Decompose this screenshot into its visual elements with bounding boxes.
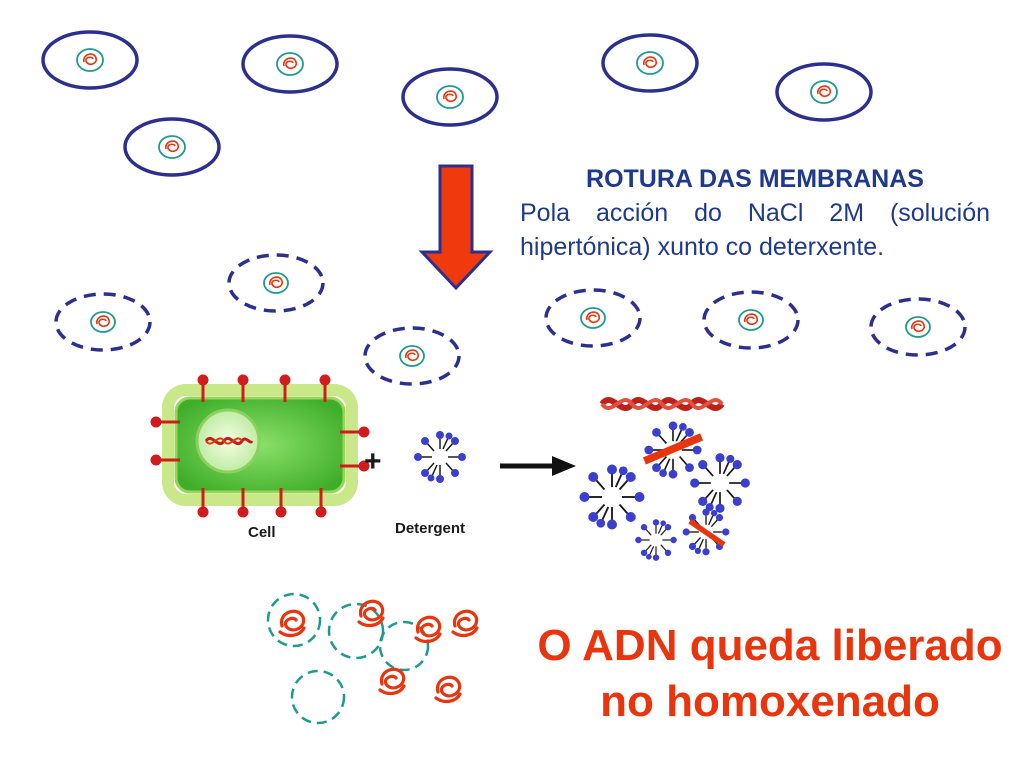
micelle-protein-complex: [681, 507, 731, 557]
lysis-products: [578, 397, 751, 562]
released-dna-group: [266, 592, 479, 725]
dna-fragment: [451, 609, 479, 638]
intact-cells: [41, 30, 873, 177]
step-description-block: ROTURA DAS MEMBRANAS Pola acción do NaCl…: [520, 162, 990, 264]
ruptured-cell: [869, 297, 967, 357]
result-text: O ADN queda liberado no homoxenado: [510, 618, 1024, 730]
detergent-micelle-icon: [414, 431, 466, 483]
detergent-label: Detergent: [395, 520, 466, 537]
dna-fragment: [357, 599, 385, 628]
ruptured-cell: [227, 253, 325, 313]
result-line-2: no homoxenado: [600, 677, 940, 726]
ruptured-cell: [363, 326, 461, 386]
plus-sign: +: [364, 445, 382, 478]
intact-cell: [41, 30, 139, 90]
step-title: ROTURA DAS MEMBRANAS: [586, 165, 924, 193]
micelle: [578, 463, 646, 531]
ruptured-cell: [54, 292, 152, 352]
micelle: [634, 518, 678, 562]
intact-cell: [241, 34, 339, 94]
cell-label: Cell: [248, 524, 276, 541]
ruptured-cell: [702, 290, 800, 350]
dna-fragment: [278, 609, 306, 638]
process-arrow-icon: [500, 456, 576, 476]
result-line-1: O ADN queda liberado: [537, 621, 1003, 670]
dna-fragment: [434, 675, 462, 704]
cell-illustration: [150, 374, 370, 518]
step-description: Pola acción do NaCl 2M (solución hipertó…: [520, 199, 990, 261]
dna-helix-icon: [599, 397, 725, 411]
down-arrow-icon: [418, 164, 494, 291]
ruptured-cells: [54, 253, 967, 386]
intact-cell: [401, 67, 499, 127]
intact-cell: [775, 62, 873, 122]
ruptured-cell: [544, 288, 642, 348]
micelle-protein-complex: [642, 420, 704, 480]
intact-cell: [601, 33, 699, 93]
dna-fragment: [378, 667, 406, 696]
intact-cell: [123, 117, 221, 177]
micelle: [689, 452, 751, 514]
